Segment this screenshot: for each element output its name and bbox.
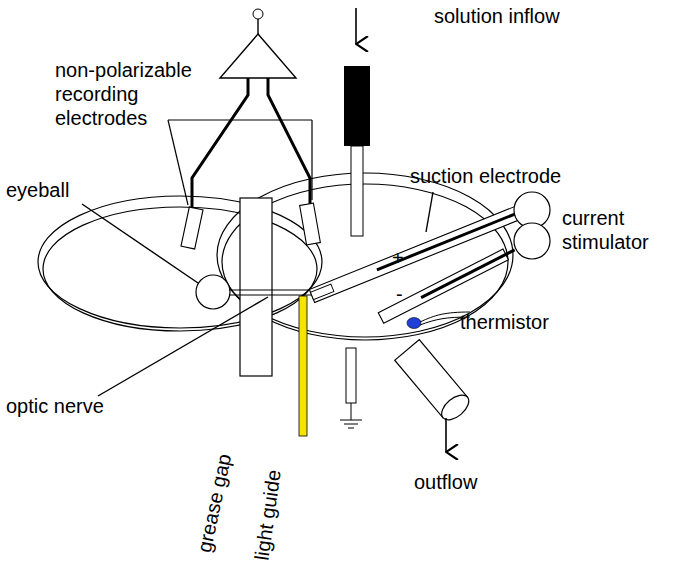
grease-gap-block bbox=[240, 198, 272, 376]
eyeball-circle bbox=[196, 275, 230, 309]
electrode-label: suction electrode bbox=[410, 164, 610, 188]
inflow-label: solution inflow bbox=[434, 4, 634, 28]
suction-electrode-tube bbox=[309, 206, 520, 302]
stimulator-terminal bbox=[514, 223, 550, 259]
stimulator-label: current stimulator bbox=[562, 206, 680, 254]
inflow-arrow bbox=[355, 8, 357, 44]
electrode-wires bbox=[192, 78, 310, 215]
left-well bbox=[38, 196, 322, 328]
recording-electrode bbox=[181, 207, 203, 249]
ground-symbol bbox=[340, 403, 362, 428]
outflow-arrow bbox=[445, 418, 447, 452]
amplifier-output bbox=[253, 9, 263, 19]
electrode-label: non-polarizable recording electrodes bbox=[55, 58, 210, 130]
optic-nerve-fiber bbox=[229, 290, 322, 295]
light-guide-rod bbox=[299, 296, 307, 436]
inflow-tube-top bbox=[344, 66, 370, 146]
leader-lines bbox=[82, 192, 433, 396]
polarity-sign: - bbox=[396, 282, 416, 306]
left-well-rim bbox=[43, 207, 317, 331]
light-guide-label: light guide bbox=[250, 468, 286, 562]
eyeball-label: eyeball bbox=[6, 178, 126, 202]
outflow-tube bbox=[395, 340, 474, 425]
inflow-tube bbox=[351, 146, 363, 236]
thermistor-bead bbox=[407, 318, 421, 329]
ground-electrode bbox=[346, 348, 356, 403]
outflow-label: outflow bbox=[414, 470, 534, 494]
grease-gap-label: grease gap bbox=[192, 452, 236, 555]
polarity-sign: + bbox=[392, 246, 412, 270]
amplifier-triangle bbox=[220, 34, 296, 78]
thermistor-label: thermistor bbox=[460, 310, 600, 334]
electrode-leaders bbox=[168, 120, 312, 205]
nerve-label: optic nerve bbox=[6, 394, 156, 418]
recording-electrode bbox=[300, 203, 321, 245]
amplifier-lead bbox=[257, 19, 258, 34]
